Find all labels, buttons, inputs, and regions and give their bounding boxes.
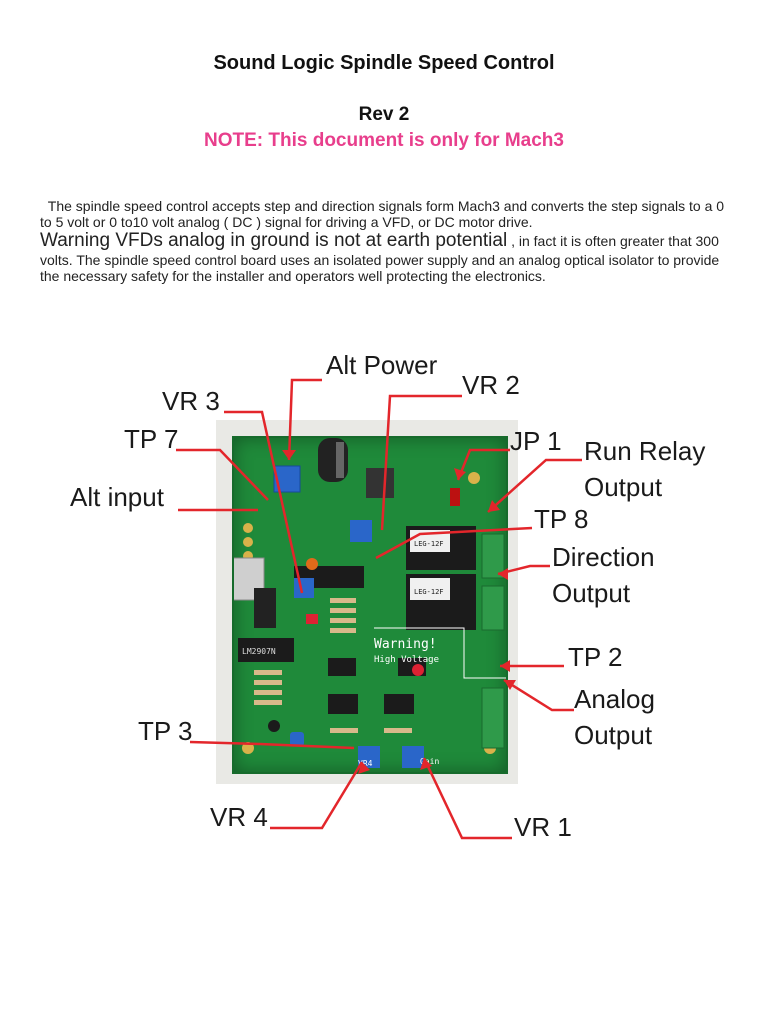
leader-vr1 xyxy=(422,757,512,840)
board-figure: LM2907N VR4 Gain LEG-12F LEG-12F xyxy=(0,340,768,860)
leader-tp8 xyxy=(375,526,533,560)
silkscreen-warning: Warning! xyxy=(374,637,437,652)
board-photo: LM2907N VR4 Gain LEG-12F LEG-12F xyxy=(216,420,518,784)
capacitor xyxy=(306,614,318,624)
callout-leader-lines xyxy=(176,378,582,840)
leader-alt-power xyxy=(287,378,322,461)
callout-analog-line1: Analog xyxy=(574,684,655,714)
capacitor xyxy=(268,720,280,732)
document-revision: Rev 2 xyxy=(358,104,410,125)
leader-tp3 xyxy=(189,740,355,750)
silkscreen-high-voltage: High Voltage xyxy=(374,655,439,665)
arrowhead xyxy=(420,758,432,770)
trimmer-vr2 xyxy=(350,520,372,542)
mounting-pad xyxy=(243,537,253,547)
leader-jp1 xyxy=(456,448,510,481)
relay-label xyxy=(410,530,450,552)
mounting-pad xyxy=(468,472,480,484)
leader-tp7 xyxy=(176,448,269,501)
callout-tp2: TP 2 xyxy=(568,642,623,672)
warning-text: , in fact it is often greater that 300 v… xyxy=(40,233,720,284)
callout-vr2: VR 2 xyxy=(462,370,520,400)
intro-paragraph: The spindle speed control accepts step a… xyxy=(40,198,730,230)
callout-tp3: TP 3 xyxy=(138,716,193,746)
callout-vr1: VR 1 xyxy=(514,812,572,842)
callout-direction-line1: Direction xyxy=(552,542,655,572)
trimmer-vr4 xyxy=(358,746,380,768)
voltage-regulator xyxy=(366,468,394,498)
ic-marking-text: LM2907N xyxy=(242,647,276,656)
callout-vr3: VR 3 xyxy=(162,386,220,416)
ic-chip xyxy=(384,694,414,714)
arrowhead xyxy=(500,660,510,672)
opto-isolator xyxy=(328,694,358,714)
mounting-pad xyxy=(242,742,254,754)
arrowhead xyxy=(282,450,296,460)
callout-alt-input: Alt input xyxy=(70,482,164,512)
isolation-line xyxy=(374,627,506,679)
intro-text: The spindle speed control accepts step a… xyxy=(40,198,730,284)
relay-marking-run: LEG-12F xyxy=(414,540,444,548)
callout-direction-line2: Output xyxy=(552,578,631,608)
relay-marking-direction: LEG-12F xyxy=(414,588,444,596)
callout-tp7: TP 7 xyxy=(124,424,179,454)
gain-silkscreen: Gain xyxy=(420,757,439,766)
callout-vr4: VR 4 xyxy=(210,802,268,832)
warning-heading: Warning VFDs analog in ground is not at … xyxy=(40,230,508,251)
arrowhead xyxy=(488,500,500,512)
leader-run-relay xyxy=(487,458,582,513)
arrowhead xyxy=(498,568,508,580)
arrowhead xyxy=(454,468,466,480)
leader-direction xyxy=(497,564,550,576)
callout-alt-power: Alt Power xyxy=(326,350,438,380)
document-title: Sound Logic Spindle Speed Control xyxy=(213,52,555,74)
callout-analog-line2: Output xyxy=(574,720,653,750)
callout-run-relay-line1: Run Relay xyxy=(584,436,706,466)
direction-terminal xyxy=(481,585,505,631)
ic-chip xyxy=(328,658,356,676)
resistors xyxy=(254,598,412,733)
leader-vr3 xyxy=(224,410,304,594)
arrowhead xyxy=(504,680,516,690)
leader-vr4 xyxy=(270,761,364,830)
callout-tp8: TP 8 xyxy=(534,504,589,534)
relay-label xyxy=(410,578,450,600)
vr4-silkscreen: VR4 xyxy=(358,759,373,768)
capacitor xyxy=(290,732,304,746)
callout-run-relay-line2: Output xyxy=(584,472,663,502)
ic-lm2907n xyxy=(238,638,294,662)
warning-paragraph: Warning VFDs analog in ground is not at … xyxy=(40,230,730,284)
circuit-board: LM2907N VR4 Gain LEG-12F LEG-12F xyxy=(227,436,508,774)
arrowhead xyxy=(358,762,370,774)
intro-paragraph-text: The spindle speed control accepts step a… xyxy=(40,198,725,230)
callout-jp1: JP 1 xyxy=(510,426,562,456)
leader-analog xyxy=(503,678,574,712)
connector-header xyxy=(254,588,276,628)
trimmer-vr1 xyxy=(402,746,424,768)
leader-vr2 xyxy=(380,394,462,531)
jumper-jp1 xyxy=(450,488,460,506)
mounting-pad xyxy=(243,523,253,533)
capacitor xyxy=(306,558,318,570)
board-components: LM2907N VR4 Gain LEG-12F LEG-12F xyxy=(227,438,506,768)
document-note: NOTE: This document is only for Mach3 xyxy=(204,130,564,151)
run-relay-terminal xyxy=(481,533,505,579)
analog-terminal xyxy=(481,687,505,749)
capacitor-stripe xyxy=(336,442,344,478)
capacitor xyxy=(412,664,424,676)
